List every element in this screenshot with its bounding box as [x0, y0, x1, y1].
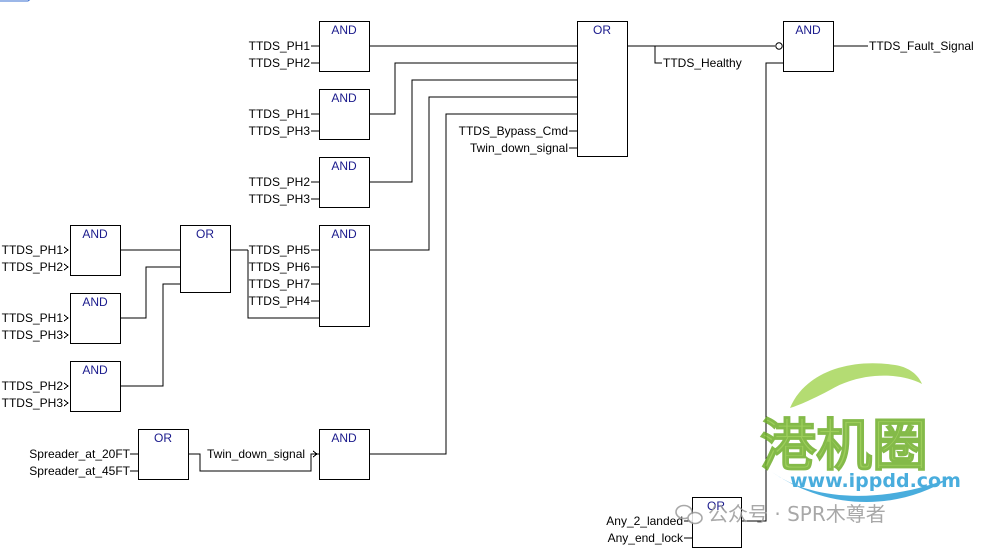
gate-label: AND [331, 431, 357, 445]
gate-label: OR [196, 227, 214, 241]
signal-label: Any_2_landed [606, 514, 683, 528]
signal-label: TTDS_PH1 [249, 107, 311, 121]
signal-label: TTDS_PH4 [249, 294, 311, 308]
and-gate-out: AND [783, 21, 834, 72]
watermark-url: www.ippdd.com [790, 470, 961, 492]
or-gate-landed: OR [692, 497, 742, 548]
signal-labels: TTDS_PH1 TTDS_PH2 TTDS_PH1 TTDS_PH3 TTDS… [2, 39, 974, 545]
signal-label: TTDS_PH7 [249, 277, 311, 291]
wechat-icon [675, 504, 703, 525]
signal-label: TTDS_PH2 [2, 260, 64, 274]
gate-label: OR [154, 431, 172, 445]
or-gate-mid: OR [180, 225, 231, 293]
gate-label: AND [331, 23, 357, 37]
and-gate-6: AND [70, 293, 121, 344]
signal-label: TTDS_PH2 [249, 56, 311, 70]
watermark-channel: 公众号 · SPR木尊者 [708, 502, 886, 526]
signal-label: TTDS_PH1 [2, 243, 64, 257]
gate-label: AND [331, 159, 357, 173]
watermark-logo-text: 港机圈 [760, 414, 928, 479]
and-gate-twin: AND [319, 429, 370, 480]
signal-label: Any_end_lock [608, 531, 684, 545]
signal-label: TTDS_PH3 [2, 328, 64, 342]
and-gate-4: AND [319, 225, 370, 327]
gate-label: OR [593, 23, 611, 37]
signal-label: TTDS_Fault_Signal [869, 39, 974, 53]
signal-label: Twin_down_signal [207, 447, 305, 461]
edge-markers [63, 246, 318, 458]
signal-label: TTDS_PH3 [2, 396, 64, 410]
signal-label: TTDS_Healthy [663, 56, 742, 70]
gate-label: AND [82, 363, 108, 377]
and-gate-5: AND [70, 225, 121, 276]
signal-label: TTDS_PH2 [2, 379, 64, 393]
or-gate-main: OR [577, 21, 628, 157]
signal-label: TTDS_PH2 [249, 175, 311, 189]
wires [120, 45, 868, 539]
signal-label: Spreader_at_20FT [29, 447, 130, 461]
signal-label: Twin_down_signal [470, 141, 568, 155]
gate-label: AND [331, 227, 357, 241]
watermark: 港机圈 www.ippdd.com 公众号 · SPR木尊者 [675, 363, 961, 526]
signal-label: TTDS_PH5 [249, 243, 311, 257]
or-gate-spreader: OR [138, 429, 189, 480]
logo-wave [772, 472, 950, 503]
signal-label: TTDS_PH6 [249, 260, 311, 274]
gate-label: AND [331, 91, 357, 105]
and-gate-2: AND [319, 89, 370, 140]
and-gate-1: AND [319, 21, 370, 72]
signal-label: TTDS_PH1 [2, 311, 64, 325]
and-gate-3: AND [319, 157, 370, 208]
signal-label: TTDS_PH3 [249, 192, 311, 206]
and-gate-7: AND [70, 361, 121, 412]
logo-arc [790, 363, 922, 408]
signal-label: TTDS_PH1 [249, 39, 311, 53]
signal-label: TTDS_PH3 [249, 124, 311, 138]
negation-bubble [775, 42, 783, 50]
gate-label: AND [795, 23, 821, 37]
gate-label: AND [82, 295, 108, 309]
gate-label: AND [82, 227, 108, 241]
gate-label: OR [707, 499, 725, 513]
top-left-mark [0, 0, 31, 2]
signal-label: TTDS_Bypass_Cmd [459, 124, 568, 138]
signal-label: Spreader_at_45FT [29, 464, 130, 478]
